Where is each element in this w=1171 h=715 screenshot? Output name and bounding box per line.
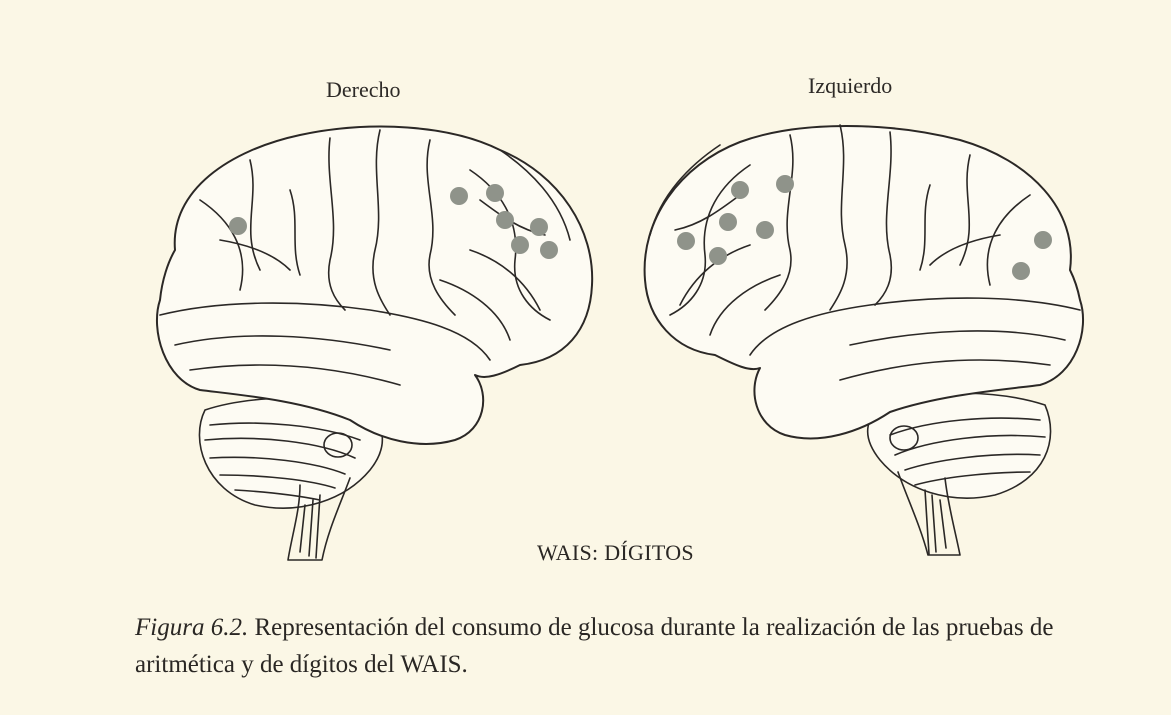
activation-dot <box>731 181 749 199</box>
figure-number: Figura 6.2. <box>135 614 248 641</box>
right-hemisphere-drawing <box>157 127 592 560</box>
activation-dot <box>1034 231 1052 249</box>
activation-dot <box>677 232 695 250</box>
figure-caption: Figura 6.2. Representación del consumo d… <box>135 609 1125 683</box>
activation-dot <box>1012 262 1030 280</box>
activation-dot <box>540 241 558 259</box>
caption-text: Representación del consumo de glucosa du… <box>135 614 1053 678</box>
activation-dot <box>511 236 529 254</box>
left-hemisphere-drawing <box>645 125 1083 555</box>
activation-dot <box>776 175 794 193</box>
activation-dot <box>496 211 514 229</box>
activation-dot <box>486 184 504 202</box>
test-label: WAIS: DÍGITOS <box>0 540 1171 566</box>
activation-dot <box>709 247 727 265</box>
activation-dot <box>719 213 737 231</box>
activation-dot <box>756 221 774 239</box>
activation-dot <box>450 187 468 205</box>
activation-dot <box>229 217 247 235</box>
activation-dot <box>530 218 548 236</box>
